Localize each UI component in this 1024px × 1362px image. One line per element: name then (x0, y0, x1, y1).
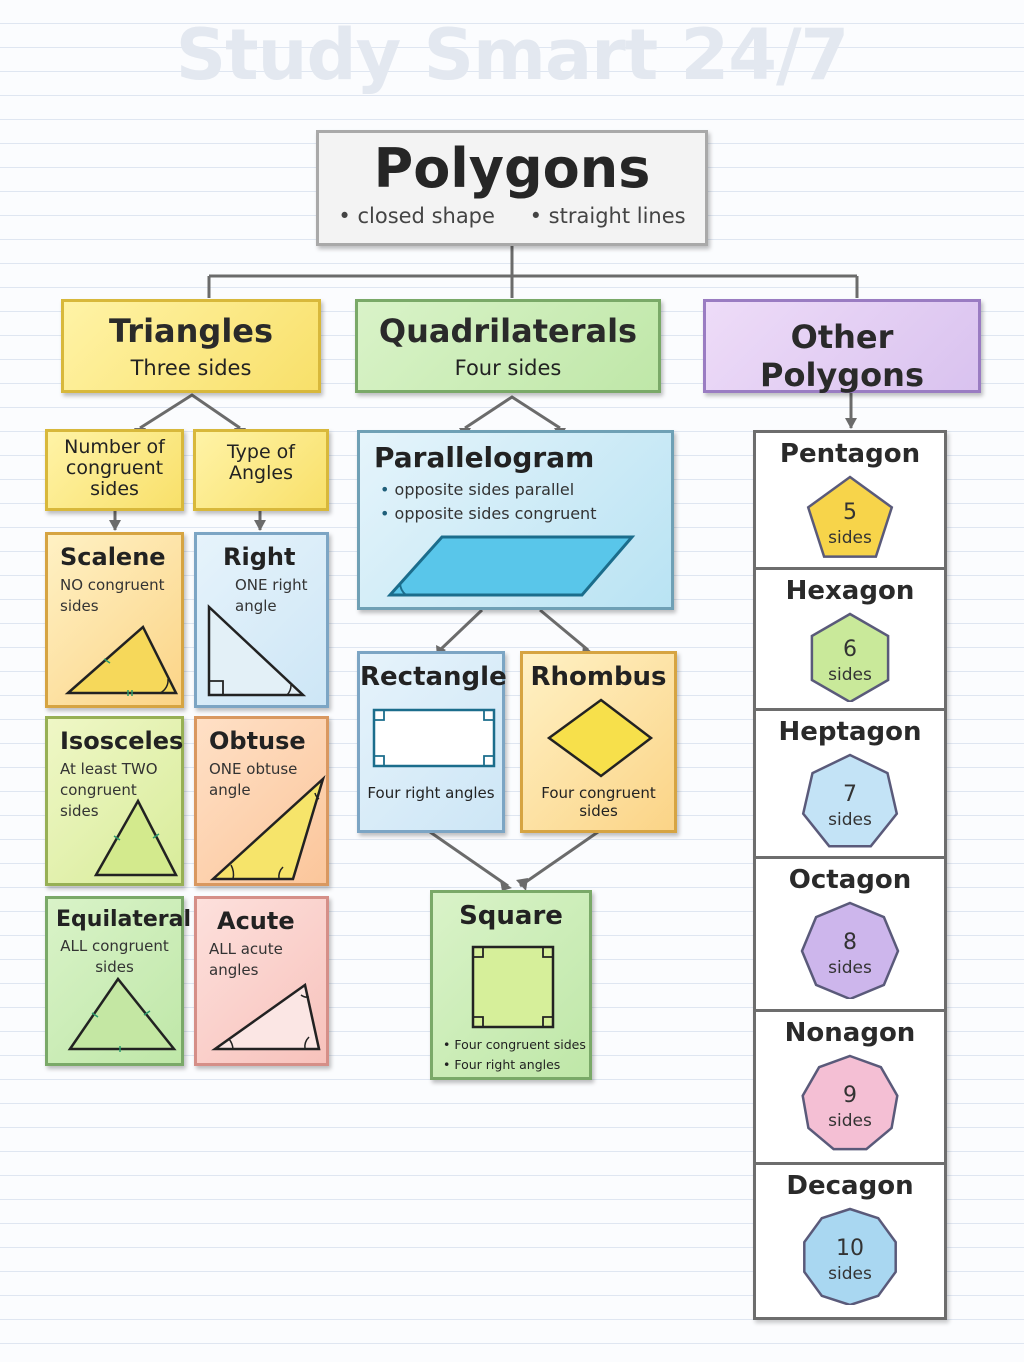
nonagon-shape-icon: 9 sides (801, 1054, 899, 1151)
bullet-congruent-sides: Four congruent sides (454, 1037, 586, 1052)
card-title: Acute (217, 907, 295, 935)
bullet-congruent: opposite sides congruent (394, 504, 597, 523)
card-rectangle: Rectangle Four right angles (357, 651, 507, 833)
pentagon-shape-icon: 5 sides (806, 475, 894, 558)
card-right: Right ONE right angle (194, 532, 329, 708)
heptagon-shape-icon: 7 sides (801, 753, 899, 848)
bullet-parallel: opposite sides parallel (394, 480, 575, 499)
polygon-name: Nonagon (784, 1018, 916, 1048)
card-title: Obtuse (209, 727, 306, 755)
card-title: Square (459, 901, 563, 931)
category-other-polygons: Other Polygons (703, 299, 981, 394)
card-title: Rhombus (530, 662, 667, 692)
card-desc: ALL acute angles (209, 940, 283, 979)
card-desc: Four congruent sides (541, 784, 656, 820)
polygon-name: Decagon (786, 1171, 914, 1201)
card-desc: At least TWO congruent sides (60, 760, 158, 820)
card-desc: Four right angles (367, 784, 495, 802)
parallelogram-icon (386, 535, 636, 597)
acute-triangle-icon (211, 982, 321, 1051)
polygon-name: Heptagon (778, 717, 922, 747)
polygon-side-unit: sides (828, 958, 872, 978)
decagon-shape-icon: 10 sides (803, 1207, 897, 1305)
polygon-item-hexagon: Hexagon 6 sides (756, 570, 944, 711)
group-congruent-sides: Number of congruent sides (45, 429, 184, 511)
category-title: Other Polygons (760, 318, 924, 394)
hexagon-shape-icon: 6 sides (810, 612, 890, 702)
polygon-item-pentagon: Pentagon 5 sides (756, 433, 944, 570)
card-scalene: Scalene NO congruent sides (45, 532, 184, 708)
polygons-root-box: Polygons • closed shape • straight lines (316, 130, 708, 246)
isosceles-triangle-icon (93, 798, 179, 877)
polygon-side-count: 5 (843, 500, 857, 525)
root-bullet-closed: • closed shape (338, 204, 495, 228)
category-subtitle: Three sides (130, 356, 252, 380)
polygon-name: Octagon (788, 865, 912, 895)
polygon-side-count: 8 (843, 930, 857, 955)
polygon-side-count: 7 (843, 782, 857, 807)
category-title: Quadrilaterals (378, 312, 638, 350)
bullet-right-angles: Four right angles (454, 1057, 561, 1072)
polygon-side-count: 6 (843, 637, 857, 662)
polygon-side-unit: sides (828, 528, 872, 548)
rectangle-icon (372, 708, 496, 768)
polygon-side-count: 9 (843, 1083, 857, 1108)
obtuse-triangle-icon (209, 775, 326, 881)
polygon-side-unit: sides (828, 810, 872, 830)
category-triangles: Triangles Three sides (61, 299, 321, 393)
category-quadrilaterals: Quadrilaterals Four sides (355, 299, 661, 393)
category-title: Triangles (108, 312, 274, 350)
card-title: Parallelogram (374, 441, 595, 474)
polygon-item-octagon: Octagon 8 sides (756, 859, 944, 1012)
card-title: Scalene (60, 543, 166, 571)
square-bullets: • Four congruent sides • Four right angl… (443, 1037, 586, 1072)
category-subtitle: Four sides (454, 356, 562, 380)
scalene-triangle-icon (64, 624, 179, 696)
polygon-side-unit: sides (828, 1264, 872, 1284)
root-bullet-straight: • straight lines (529, 204, 686, 228)
card-equilateral: Equilateral ALL congruent sides (45, 896, 192, 1066)
polygon-side-unit: sides (828, 665, 872, 685)
polygon-item-heptagon: Heptagon 7 sides (756, 711, 944, 859)
card-desc: NO congruent sides (60, 576, 165, 615)
card-desc: ALL congruent sides (60, 937, 169, 976)
card-acute: Acute ALL acute angles (194, 896, 329, 1066)
group-type-of-angles: Type of Angles (193, 429, 329, 511)
root-bullets: • closed shape • straight lines (319, 204, 705, 228)
right-triangle-icon (207, 604, 307, 697)
polygon-name: Hexagon (785, 576, 915, 606)
watermark: Study Smart 24/7 (175, 14, 849, 96)
card-title: Isosceles (60, 727, 184, 755)
card-isosceles: Isosceles At least TWO congruent sides (45, 716, 184, 886)
card-parallelogram: Parallelogram • opposite sides parallel … (357, 430, 674, 610)
parallelogram-bullets: • opposite sides parallel • opposite sid… (380, 480, 597, 523)
square-icon (471, 945, 555, 1029)
polygon-item-nonagon: Nonagon 9 sides (756, 1012, 944, 1165)
card-title: Right (223, 543, 296, 571)
card-title: Equilateral (56, 907, 192, 932)
polygon-name: Pentagon (779, 439, 921, 469)
card-desc: ONE right angle (235, 576, 308, 615)
octagon-shape-icon: 8 sides (800, 901, 900, 999)
card-title: Rectangle (360, 662, 507, 692)
equilateral-triangle-icon (67, 976, 177, 1052)
card-rhombus: Rhombus Four congruent sides (520, 651, 677, 833)
card-obtuse: Obtuse ONE obtuse angle (194, 716, 329, 886)
polygon-side-count: 10 (836, 1236, 864, 1261)
polygon-item-decagon: Decagon 10 sides (756, 1165, 944, 1315)
card-square: Square • Four congruent sides • Four rig… (430, 890, 592, 1080)
card-desc: ONE obtuse angle (209, 760, 298, 799)
polygon-side-unit: sides (828, 1111, 872, 1131)
rhombus-icon (546, 698, 654, 778)
page-title: Polygons (373, 137, 651, 200)
